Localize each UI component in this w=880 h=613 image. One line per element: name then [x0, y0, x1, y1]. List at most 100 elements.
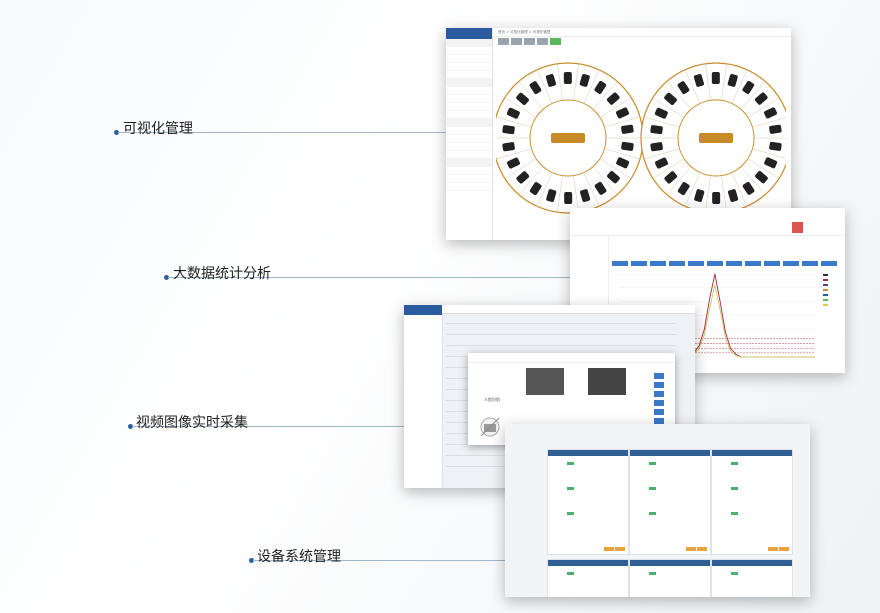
connector-line: [132, 426, 406, 427]
sidebar-item[interactable]: [404, 443, 442, 451]
capture-image-2[interactable]: [588, 368, 626, 395]
sidebar-item[interactable]: [446, 167, 492, 175]
status-badge: [649, 461, 656, 465]
card-row: [712, 511, 792, 516]
filter-tab[interactable]: [707, 261, 723, 266]
device-card: [547, 449, 629, 555]
filter-tab[interactable]: [821, 261, 837, 266]
sidebar-item[interactable]: [570, 285, 608, 292]
sidebar-item[interactable]: [404, 387, 442, 395]
center-island: [551, 133, 585, 143]
parking-divider: [740, 166, 766, 195]
sidebar-item[interactable]: [446, 159, 492, 167]
sidebar-item[interactable]: [446, 79, 492, 87]
filter-tab[interactable]: [802, 261, 818, 266]
delete-button[interactable]: [779, 547, 789, 551]
toolbar-button[interactable]: [550, 38, 561, 45]
sidebar-item[interactable]: [404, 323, 442, 331]
row-action-button[interactable]: [654, 391, 664, 397]
card-row: [630, 586, 710, 591]
sidebar-item[interactable]: [404, 451, 442, 459]
filter-tab[interactable]: [612, 261, 628, 266]
sidebar-item[interactable]: [446, 87, 492, 95]
car-icon: [755, 171, 768, 184]
filter-tab[interactable]: [631, 261, 647, 266]
bullet-dot-icon: [128, 424, 133, 429]
filter-tab[interactable]: [669, 261, 685, 266]
modal-title: [468, 353, 675, 363]
sidebar-item[interactable]: [570, 257, 608, 264]
bullet-dot-icon: [114, 130, 119, 135]
sidebar-item[interactable]: [404, 411, 442, 419]
row-action-button[interactable]: [654, 382, 664, 388]
sidebar-item[interactable]: [404, 435, 442, 443]
sidebar-item[interactable]: [446, 151, 492, 159]
toolbar-button[interactable]: [498, 38, 509, 45]
sidebar-item[interactable]: [570, 250, 608, 257]
row-action-button[interactable]: [654, 418, 664, 424]
sidebar-item[interactable]: [404, 419, 442, 427]
sidebar-item[interactable]: [570, 278, 608, 285]
feature-label: 可视化管理: [123, 121, 193, 137]
sidebar-item[interactable]: [570, 264, 608, 271]
filter-tab[interactable]: [783, 261, 799, 266]
sidebar-item[interactable]: [446, 103, 492, 111]
toolbar-button[interactable]: [511, 38, 522, 45]
sidebar-item[interactable]: [404, 355, 442, 363]
parking-divider: [496, 116, 532, 128]
sidebar-item[interactable]: [446, 135, 492, 143]
sidebar-item[interactable]: [446, 127, 492, 135]
sidebar-item[interactable]: [446, 71, 492, 79]
sidebar-item[interactable]: [404, 339, 442, 347]
edit-button[interactable]: [686, 547, 696, 551]
feature-big-data-analysis: 大数据统计分析: [0, 263, 880, 283]
sidebar-item[interactable]: [404, 331, 442, 339]
edit-button[interactable]: [768, 547, 778, 551]
delete-button[interactable]: [697, 547, 707, 551]
sidebar-item[interactable]: [404, 347, 442, 355]
sidebar-item[interactable]: [446, 143, 492, 151]
sidebar-item[interactable]: [570, 292, 608, 299]
sidebar-item[interactable]: [404, 315, 442, 323]
capture-image-1[interactable]: [526, 368, 564, 395]
card-row: [548, 511, 628, 516]
sidebar-item[interactable]: [404, 395, 442, 403]
car-icon: [677, 182, 690, 196]
filter-tab[interactable]: [688, 261, 704, 266]
sidebar-item[interactable]: [446, 63, 492, 71]
parking-divider: [504, 97, 537, 118]
edit-button[interactable]: [604, 547, 614, 551]
row-action-button[interactable]: [654, 400, 664, 406]
status-badge: [731, 486, 738, 490]
sidebar-item[interactable]: [570, 271, 608, 278]
sidebar-item[interactable]: [446, 55, 492, 63]
car-icon: [742, 181, 755, 195]
sidebar-item[interactable]: [446, 183, 492, 191]
row-action-button[interactable]: [654, 409, 664, 415]
sidebar-item[interactable]: [404, 363, 442, 371]
toolbar-button[interactable]: [524, 38, 535, 45]
device-card: [629, 449, 711, 555]
sidebar-item[interactable]: [446, 111, 492, 119]
sidebar-item[interactable]: [404, 371, 442, 379]
sidebar-item[interactable]: [404, 427, 442, 435]
sidebar-item[interactable]: [446, 95, 492, 103]
toolbar-button[interactable]: [537, 38, 548, 45]
filter-tab[interactable]: [764, 261, 780, 266]
row-action-button[interactable]: [654, 373, 664, 379]
filter-tab[interactable]: [745, 261, 761, 266]
sidebar-item[interactable]: [404, 379, 442, 387]
center-island: [699, 133, 733, 143]
dashboard-header: [570, 208, 845, 246]
delete-button[interactable]: [615, 547, 625, 551]
sidebar-item[interactable]: [446, 119, 492, 127]
sidebar-item[interactable]: [446, 47, 492, 55]
filter-tab[interactable]: [726, 261, 742, 266]
sidebar-item[interactable]: [446, 39, 492, 47]
sidebar-item[interactable]: [570, 243, 608, 250]
capture-slot[interactable]: [472, 415, 508, 443]
sidebar-item[interactable]: [404, 403, 442, 411]
sidebar-item[interactable]: [446, 175, 492, 183]
sidebar-item[interactable]: [570, 236, 608, 243]
filter-tab[interactable]: [650, 261, 666, 266]
